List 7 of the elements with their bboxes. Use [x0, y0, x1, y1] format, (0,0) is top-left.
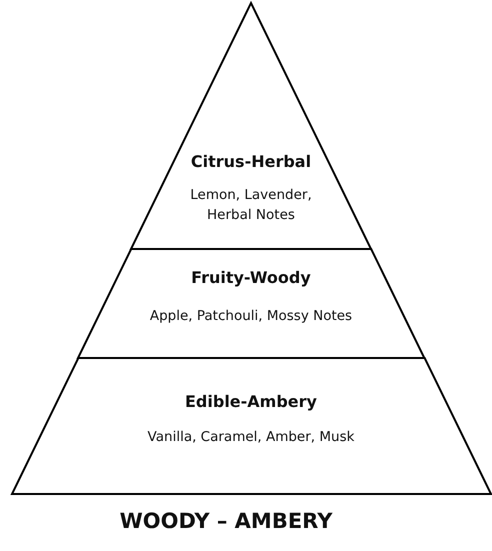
diagram-title: WOODY – AMBERY: [118, 509, 334, 533]
section-notes: Vanilla, Caramel, Amber, Musk: [146, 428, 356, 447]
section-notes: Apple, Patchouli, Mossy Notes: [148, 307, 354, 326]
section-notes: Lemon, Lavender, Herbal Notes: [189, 186, 313, 225]
section-heading: Edible-Ambery: [184, 392, 318, 411]
section-heading: Citrus-Herbal: [190, 152, 312, 171]
section-heading: Fruity-Woody: [190, 268, 312, 287]
